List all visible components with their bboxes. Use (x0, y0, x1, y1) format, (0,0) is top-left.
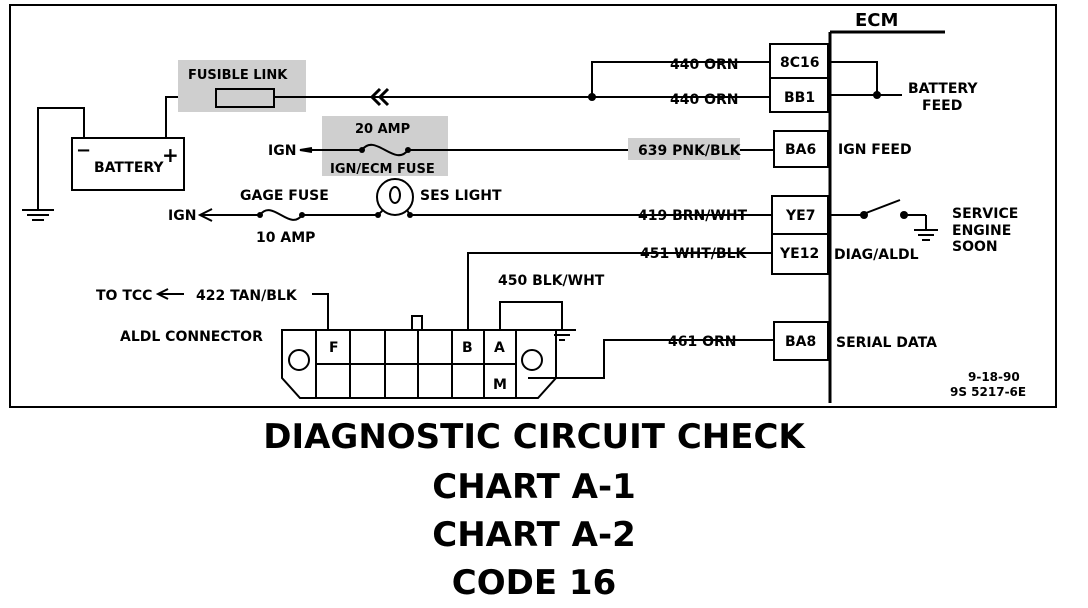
wire-639-pnk-blk: 639 PNK/BLK (638, 143, 742, 159)
battery-label: BATTERY (94, 160, 164, 176)
svg-text:BA6: BA6 (785, 142, 816, 158)
diagram-frame (9, 4, 1057, 408)
ecm-pin-8c16: 8C16 (769, 43, 829, 79)
ecm-pin-ba6: BA6 (773, 130, 829, 168)
wire-639-highlight (628, 138, 740, 160)
ign-label-bottom: IGN (168, 208, 196, 224)
ecm-pin-ye12: YE12 (771, 233, 829, 275)
ecm-module: ECM (828, 10, 945, 403)
fusible-link: FUSIBLE LINK (178, 60, 306, 112)
svg-text:YE12: YE12 (779, 246, 819, 262)
aldl-pin-f: F (329, 340, 339, 356)
wire-422-tan-blk: 422 TAN/BLK (196, 288, 298, 304)
to-tcc-label: TO TCC (96, 288, 152, 304)
service-engine-soon-2: ENGINE (952, 223, 1011, 239)
battery-minus: − (76, 140, 91, 161)
ses-light-label: SES LIGHT (420, 188, 502, 204)
ecm-pin-ba8: BA8 (773, 321, 829, 361)
gage-fuse-label: GAGE FUSE (240, 188, 329, 204)
ign-ecm-fuse: 20 AMP IGN/ECM FUSE IGN (268, 116, 774, 177)
ses-light: SES LIGHT (376, 178, 502, 216)
gage-fuse-rating: 10 AMP (256, 230, 315, 246)
svg-text:BB1: BB1 (784, 90, 815, 106)
ign-feed-label: IGN FEED (838, 142, 912, 158)
serial-data-label: SERIAL DATA (836, 335, 937, 351)
wire-451-wht-blk: 451 WHT/BLK (640, 246, 748, 262)
fusible-link-label: FUSIBLE LINK (188, 68, 288, 83)
title-line-1: DIAGNOSTIC CIRCUIT CHECK (263, 417, 806, 457)
service-engine-soon-3: SOON (952, 239, 998, 255)
wire-440-orn-a: 440 ORN (670, 57, 739, 73)
aldl-pin-m: M (493, 377, 507, 393)
diag-aldl-label: DIAG/ALDL (834, 247, 919, 263)
aldl-pin-a: A (494, 340, 505, 356)
ign-fuse-label: IGN/ECM FUSE (330, 162, 435, 177)
ecm-pin-ye7: YE7 (771, 195, 829, 235)
wire-451 (467, 252, 772, 330)
service-engine-soon-1: SERVICE (952, 206, 1018, 222)
aldl-connector-label: ALDL CONNECTOR (120, 329, 263, 345)
battery: − + BATTERY (22, 96, 216, 221)
wire-422 (312, 293, 329, 330)
title-line-3: CHART A-2 (432, 515, 636, 555)
title-line-2: CHART A-1 (432, 467, 636, 507)
wire-461-orn: 461 ORN (668, 334, 737, 350)
title-line-4: CODE 16 (452, 563, 616, 603)
aldl-connector: ALDL CONNECTOR F B A M (120, 315, 557, 399)
battery-plus: + (162, 143, 179, 167)
wire-440-orn-b: 440 ORN (670, 92, 739, 108)
ses-switch: SERVICE ENGINE SOON (830, 199, 1018, 255)
battery-feed-label-2: FEED (922, 98, 962, 114)
wire-8c16 (591, 61, 770, 97)
gage-fuse-circuit: GAGE FUSE 10 AMP IGN (168, 188, 772, 246)
wire-461 (528, 339, 774, 379)
svg-text:BA8: BA8 (785, 334, 816, 350)
svg-text:YE7: YE7 (785, 208, 815, 224)
battery-feed-label-1: BATTERY (908, 81, 978, 97)
svg-text:8C16: 8C16 (780, 55, 820, 71)
battery-feed-circuit: BATTERY FEED (830, 61, 978, 114)
ecm-label: ECM (855, 10, 898, 31)
wire-419-brn-wht: 419 BRN/WHT (638, 208, 748, 224)
wire-450-blk-wht: 450 BLK/WHT (498, 273, 605, 289)
wire-450 (499, 301, 563, 330)
ref-date: 9-18-90 (968, 370, 1020, 384)
ign-fuse-rating: 20 AMP (355, 122, 410, 137)
aldl-pin-b: B (462, 340, 473, 356)
ref-code: 9S 5217-6E (950, 385, 1026, 399)
ign-label-top: IGN (268, 143, 296, 159)
connector-chevron (369, 87, 390, 107)
ecm-pin-bb1: BB1 (769, 77, 829, 113)
